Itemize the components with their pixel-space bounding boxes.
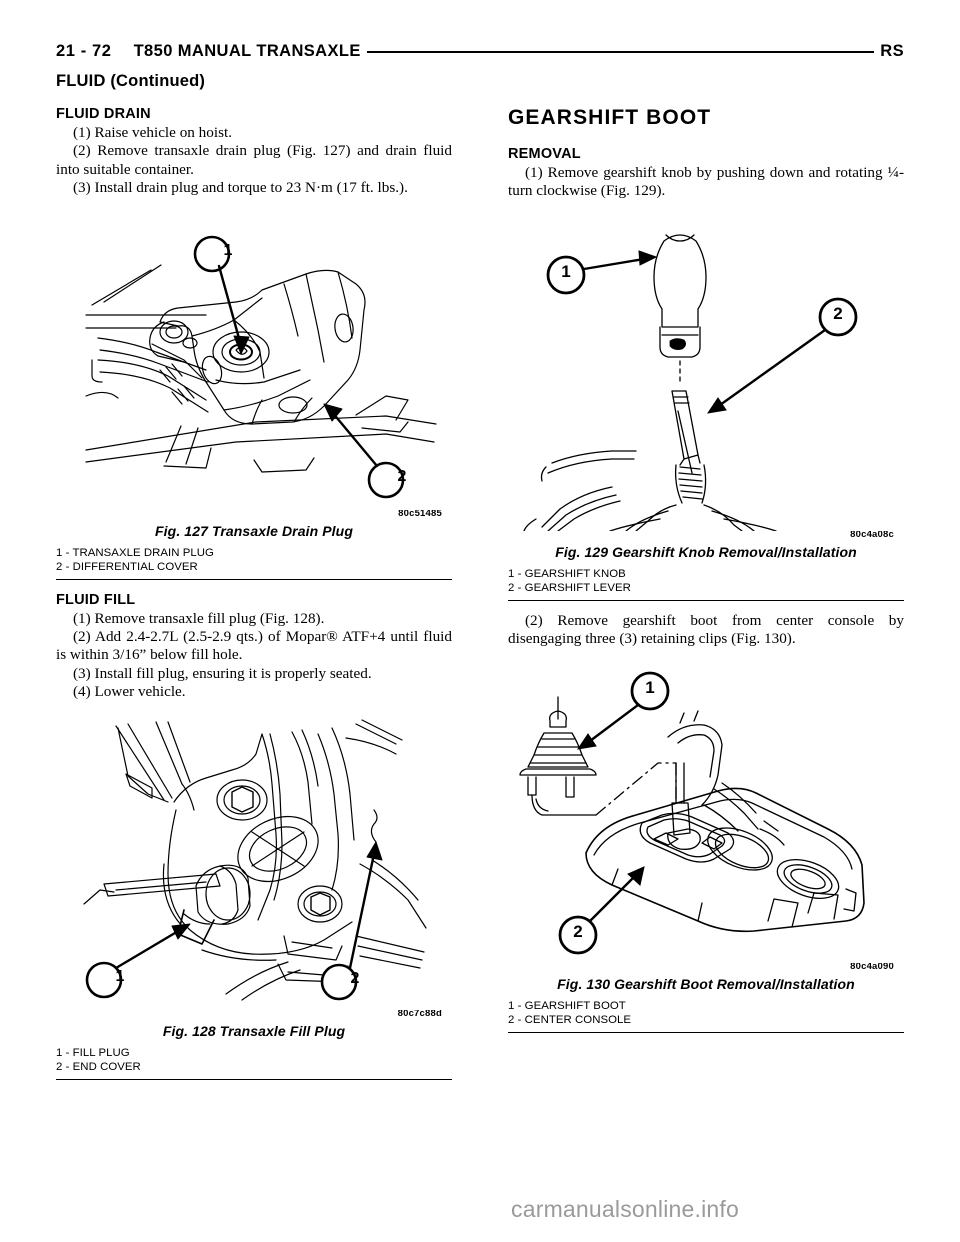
figure-127-caption: Fig. 127 Transaxle Drain Plug [155,522,353,539]
legend-item: 1 - TRANSAXLE DRAIN PLUG [56,546,214,559]
fluid-fill-step-4: (4) Lower vehicle. [73,683,186,701]
figure-127-legend: 1 - TRANSAXLE DRAIN PLUG 2 - DIFFERENTIA… [56,546,452,574]
removal-step-1: (1) Remove gearshift knob by pushing dow… [508,164,904,200]
figure-128-callout-2: 2 [350,969,360,987]
figure-129-callout-1: 1 [561,261,571,281]
figure-130-art-id: 80c4a090 [850,960,894,972]
figure-130: 1 2 80c4a090 Fig. 130 Gearshift Boot Rem… [508,662,904,1033]
figure-129-artwork: 1 2 [508,218,904,531]
figure-129: 1 2 80c4a08c Fig. 129 Gearshift Knob Rem… [508,218,904,601]
figure-130-caption: Fig. 130 Gearshift Boot Removal/Installa… [557,975,855,992]
right-column: GEARSHIFT BOOT REMOVAL (1) Remove gearsh… [508,106,904,1033]
figure-128-divider [56,1078,452,1080]
figure-127-callout-1: 1 [223,241,233,259]
fluid-drain-step-1: (1) Raise vehicle on hoist. [73,124,233,141]
figure-128-artwork: 1 2 [56,713,452,1010]
legend-item: 2 - CENTER CONSOLE [508,1013,632,1026]
figure-130-callout-1: 1 [645,677,655,697]
figure-130-legend: 1 - GEARSHIFT BOOT 2 - CENTER CONSOLE [508,999,904,1027]
figure-128: 1 2 80c7c88d Fig. 128 Transaxle Fill Plu… [56,713,452,1080]
legend-item: 2 - GEARSHIFT LEVER [508,581,631,594]
heading-fluid-fill: FLUID FILL [56,591,136,608]
fluid-fill-step-1: (1) Remove transaxle fill plug (Fig. 128… [73,609,325,627]
document-title: T850 MANUAL TRANSAXLE [133,41,361,60]
header-right-code: RS [880,41,904,60]
figure-127-divider [56,578,452,580]
page-number: 21 - 72 [56,41,112,60]
legend-item: 2 - DIFFERENTIAL COVER [56,560,198,573]
figure-130-artwork: 1 2 [508,662,904,963]
figure-127-art-id: 80c51485 [398,507,442,519]
figure-129-divider [508,599,904,601]
figure-128-art-id: 80c7c88d [397,1007,442,1019]
figure-127-artwork: 1 2 [56,209,452,510]
figure-129-caption: Fig. 129 Gearshift Knob Removal/Installa… [555,543,857,560]
figure-130-callout-2: 2 [573,921,583,941]
page-header: 21 - 72 T850 MANUAL TRANSAXLE RS [56,38,904,64]
header-rule [366,51,875,53]
figure-128-callout-1: 1 [115,967,125,985]
figure-129-callout-2: 2 [833,303,843,323]
figure-130-divider [508,1031,904,1033]
figure-127: 1 2 80c51485 Fig. 127 Transaxle Drain Pl… [56,209,452,580]
watermark-text: carmanualsonline.info [511,1196,739,1222]
left-column: FLUID DRAIN (1) Raise vehicle on hoist. … [56,106,452,1080]
heading-removal: REMOVAL [508,146,581,162]
fluid-fill-step-3: (3) Install fill plug, ensuring it is pr… [73,664,372,682]
figure-128-legend: 1 - FILL PLUG 2 - END COVER [56,1046,452,1074]
removal-step-2: (2) Remove gearshift boot from center co… [508,611,904,648]
fluid-drain-step-2: (2) Remove transaxle drain plug (Fig. 12… [56,142,452,178]
figure-127-callout-2: 2 [397,467,407,485]
continued-label: FLUID (Continued) [56,72,206,90]
legend-item: 1 - GEARSHIFT KNOB [508,567,626,580]
fluid-drain-step-3: (3) Install drain plug and torque to 23 … [73,179,408,197]
figure-129-art-id: 80c4a08c [850,528,894,540]
watermark: carmanualsonline.info [0,1196,960,1223]
heading-gearshift-boot: GEARSHIFT BOOT [508,106,712,129]
figure-128-caption: Fig. 128 Transaxle Fill Plug [162,1022,346,1039]
legend-item: 1 - FILL PLUG [56,1046,130,1059]
legend-item: 2 - END COVER [56,1060,141,1073]
fluid-fill-step-2: (2) Add 2.4-2.7L (2.5-2.9 qts.) of Mopar… [56,628,452,664]
legend-item: 1 - GEARSHIFT BOOT [508,999,626,1012]
figure-129-legend: 1 - GEARSHIFT KNOB 2 - GEARSHIFT LEVER [508,567,904,595]
heading-fluid-drain: FLUID DRAIN [56,106,151,122]
